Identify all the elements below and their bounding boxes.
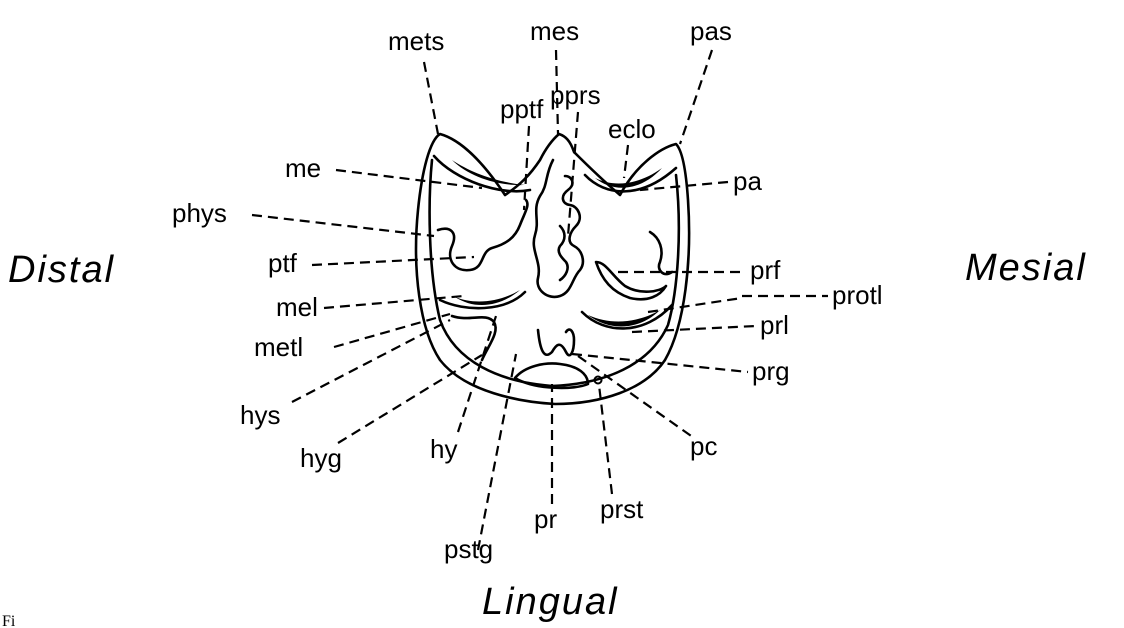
leader-pas — [680, 50, 712, 144]
label-mets: mets — [388, 26, 444, 56]
leader-metl — [334, 314, 450, 347]
label-prl: prl — [760, 310, 789, 340]
label-pprs: pprs — [550, 80, 601, 110]
leader-ptf — [312, 257, 474, 265]
label-eclo: eclo — [608, 114, 656, 144]
label-hyg: hyg — [300, 443, 342, 473]
protocone-fold — [596, 232, 672, 299]
label-pr: pr — [534, 504, 557, 534]
leader-prst — [599, 385, 612, 494]
corner-fragment: Fi — [2, 613, 16, 628]
label-prst: prst — [600, 494, 644, 524]
direction-distal: Distal — [8, 249, 115, 291]
leader-lines — [252, 50, 828, 550]
label-hy: hy — [430, 434, 457, 464]
label-mes: mes — [530, 16, 579, 46]
leader-hyg — [338, 355, 482, 443]
label-hys: hys — [240, 400, 280, 430]
leader-pprs — [568, 112, 578, 236]
leader-me — [336, 170, 482, 188]
leader-pstg — [478, 354, 516, 550]
label-pa: pa — [733, 166, 762, 196]
leader-protl — [648, 298, 742, 312]
label-prg: prg — [752, 356, 790, 386]
label-me: me — [285, 153, 321, 183]
label-pc: pc — [690, 431, 717, 461]
label-pptf: pptf — [500, 94, 544, 124]
leader-phys — [252, 215, 434, 236]
label-protl: protl — [832, 280, 883, 310]
metaloph-lower-crescent — [440, 290, 525, 308]
leader-eclo — [624, 145, 628, 178]
label-metl: metl — [254, 332, 303, 362]
posterior-fold — [438, 200, 527, 270]
leader-mets — [424, 62, 438, 134]
orientation-labels: Distal Mesial Lingual — [8, 247, 1087, 623]
direction-mesial: Mesial — [965, 247, 1087, 289]
label-pas: pas — [690, 16, 732, 46]
structure-labels: mets mes pas pptf pprs eclo me pa phys p… — [172, 16, 883, 564]
direction-lingual: Lingual — [482, 581, 619, 623]
lingual-folds — [452, 316, 574, 360]
label-prf: prf — [750, 255, 781, 285]
label-phys: phys — [172, 198, 227, 228]
central-fold — [534, 160, 583, 297]
leader-hy — [458, 316, 496, 432]
leader-pptf — [524, 126, 529, 210]
label-mel: mel — [276, 292, 318, 322]
leader-prl — [632, 326, 756, 332]
protoloph-crescent — [582, 305, 672, 328]
label-pstg: pstg — [444, 534, 493, 564]
label-ptf: ptf — [268, 248, 298, 278]
leader-pc — [578, 356, 694, 438]
